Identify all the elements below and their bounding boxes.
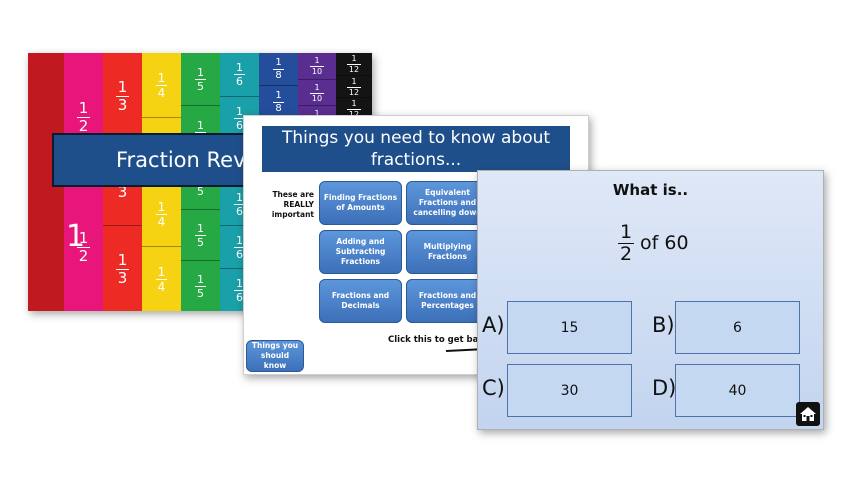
question-heading: What is.. <box>612 181 689 199</box>
option-c-letter: C) <box>482 376 505 400</box>
option-d-letter: D) <box>652 376 677 400</box>
option-c-button[interactable]: 30 <box>507 364 632 417</box>
quiz-slide[interactable]: What is.. 1 2 of 60 A) 15 B) 6 C) 30 D) … <box>477 170 824 430</box>
question-fraction: 1 2 <box>618 221 635 265</box>
topic-button-percentages[interactable]: Fractions and Percentages <box>406 279 489 323</box>
slide-title: Fraction Revi <box>116 148 252 172</box>
whole-label: 1 <box>66 219 86 254</box>
things-to-know-slide[interactable]: Things you need to know about fractions.… <box>243 115 589 375</box>
slide-title: Things you need to know about fractions.… <box>281 128 551 170</box>
option-b-letter: B) <box>652 313 675 337</box>
house-icon <box>800 407 816 421</box>
option-a-button[interactable]: 15 <box>507 301 632 354</box>
important-note: These are REALLY important <box>271 190 314 219</box>
things-you-should-know-button[interactable]: Things you should know <box>246 340 304 372</box>
option-a-letter: A) <box>482 313 505 337</box>
slide-title-band: Things you need to know about fractions.… <box>262 126 570 172</box>
option-b-value: 6 <box>733 319 742 336</box>
topic-button-fractions-of-amounts[interactable]: Finding Fractions of Amounts <box>319 181 402 225</box>
fraction-bar <box>618 243 635 244</box>
topic-button-adding-subtracting[interactable]: Adding and Subtracting Fractions <box>319 230 402 274</box>
fraction-denominator: 2 <box>620 243 633 265</box>
option-d-value: 40 <box>728 382 747 399</box>
topic-button-decimals[interactable]: Fractions and Decimals <box>319 279 402 323</box>
click-hint: Click this to get back <box>388 335 490 345</box>
option-d-button[interactable]: 40 <box>675 364 800 417</box>
option-a-value: 15 <box>560 319 579 336</box>
home-button[interactable] <box>796 402 820 426</box>
question-of-text: of 60 <box>640 232 689 254</box>
fraction-numerator: 1 <box>620 221 633 243</box>
option-b-button[interactable]: 6 <box>675 301 800 354</box>
option-c-value: 30 <box>560 382 579 399</box>
